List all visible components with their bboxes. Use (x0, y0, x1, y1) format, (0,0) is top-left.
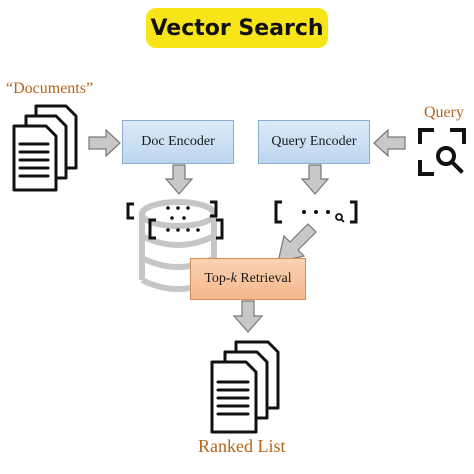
topk-prefix: Top- (204, 271, 231, 286)
arrow-down-icon (300, 164, 330, 195)
topk-k: k (230, 271, 237, 286)
topk-retrieval-box: Top-k Retrieval (190, 258, 306, 300)
ranked-list-document-stack-icon (210, 340, 280, 434)
page-title: Vector Search (146, 8, 328, 48)
ranked-list-label: Ranked List (198, 436, 286, 456)
document-vectors-icon (126, 200, 224, 240)
document-stack-icon (12, 104, 78, 192)
documents-label: “Documents” (6, 80, 94, 97)
query-encoder-box: Query Encoder (258, 120, 370, 164)
arrow-left-icon (373, 128, 406, 158)
query-label: Query (424, 104, 464, 121)
arrow-down-icon (164, 164, 194, 195)
query-vector-icon (274, 200, 358, 224)
doc-encoder-box: Doc Encoder (122, 120, 234, 164)
topk-suffix: Retrieval (236, 271, 292, 286)
search-viewfinder-icon (418, 128, 466, 176)
arrow-right-icon (88, 128, 121, 158)
arrow-down-icon (232, 300, 264, 333)
